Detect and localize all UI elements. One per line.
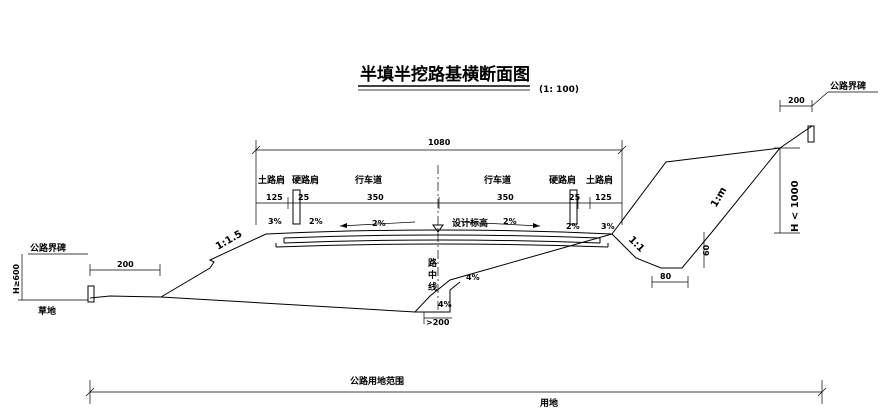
cut-height-dimension: H < 1000 [774,147,801,234]
left-offset-width: 200 [117,260,134,269]
hard-shoulder-left-width: 25 [298,193,310,202]
drawing-scale: (1: 100) [539,85,579,95]
soil-shoulder-right-width: 125 [595,193,612,202]
ditch-right [611,231,713,269]
ditch-depth: 60 [702,244,711,256]
boundary-marker-left: 200 公路界碑 H≥600 草地 [12,242,161,317]
hard-shoulder-right-label: 硬路肩 [549,174,576,186]
centerline-char-2: 中 [428,269,437,281]
bench-width-value: >200 [426,318,450,327]
ditch-dimensions: 80 60 [651,232,711,288]
drawing-title: 半填半挖路基横断面图 [360,64,530,85]
hard-shoulder-left-label: 硬路肩 [292,174,319,186]
total-width-value: 1080 [428,138,451,147]
slope-hard-right: 2% [566,222,580,231]
land-range-dimension: 公路用地范围 用地 [85,375,827,409]
fill-slope-ratio: 1:1.5 [214,229,244,253]
cut-slope [611,125,813,235]
total-width-dimension: 1080 [251,138,627,225]
slope-lane-right: 2% [503,217,517,226]
soil-shoulder-left-width: 125 [266,193,283,202]
land-range-label: 公路用地范围 [350,375,404,387]
design-elevation-label: 设计标高 [452,217,488,229]
lane-left-label: 行车道 [354,174,382,186]
slope-lane-left: 2% [372,219,386,228]
soil-shoulder-left-label: 土路肩 [258,174,285,186]
bench-slope-2: 4% [466,273,480,282]
land-note-label: 用地 [539,397,558,409]
centerline-char-3: 线 [428,281,437,293]
boundary-marker-right-label: 公路界碑 [830,80,866,92]
cut-height-value: H < 1000 [790,180,801,232]
pavement-structure [265,229,613,248]
ditch-bottom-width: 80 [660,272,672,281]
slope-shoulder-right: 3% [601,222,615,231]
cut-slope-ratio: 1:m [709,185,729,209]
hard-shoulder-marker-left [292,189,301,225]
fill-slope-left [160,233,267,298]
bench-width-dimension: >200 [423,312,452,327]
lane-right-width: 350 [497,193,514,202]
boundary-marker-right: 200 公路界碑 [779,80,878,143]
slope-hard-left: 2% [309,217,323,226]
slope-shoulder-left: 3% [268,217,282,226]
hard-shoulder-right-width: 25 [569,193,581,202]
original-ground [89,233,613,313]
lane-left-width: 350 [367,193,384,202]
component-widths-dimension: 125 25 350 350 25 125 [256,193,622,209]
lane-right-label: 行车道 [483,174,511,186]
centerline-char-1: 路 [428,257,438,269]
ditch-slope-ratio: 1:1 [626,234,646,254]
ground-label: 草地 [38,305,56,317]
marker-height-value: H≥600 [12,263,21,294]
soil-shoulder-right-label: 土路肩 [586,174,613,186]
boundary-marker-left-label: 公路界碑 [30,242,66,254]
crossfall-arrows [339,221,541,228]
bench-slope: 4% [438,300,452,309]
right-offset-width: 200 [788,96,805,105]
hard-shoulder-marker-right [569,189,578,225]
